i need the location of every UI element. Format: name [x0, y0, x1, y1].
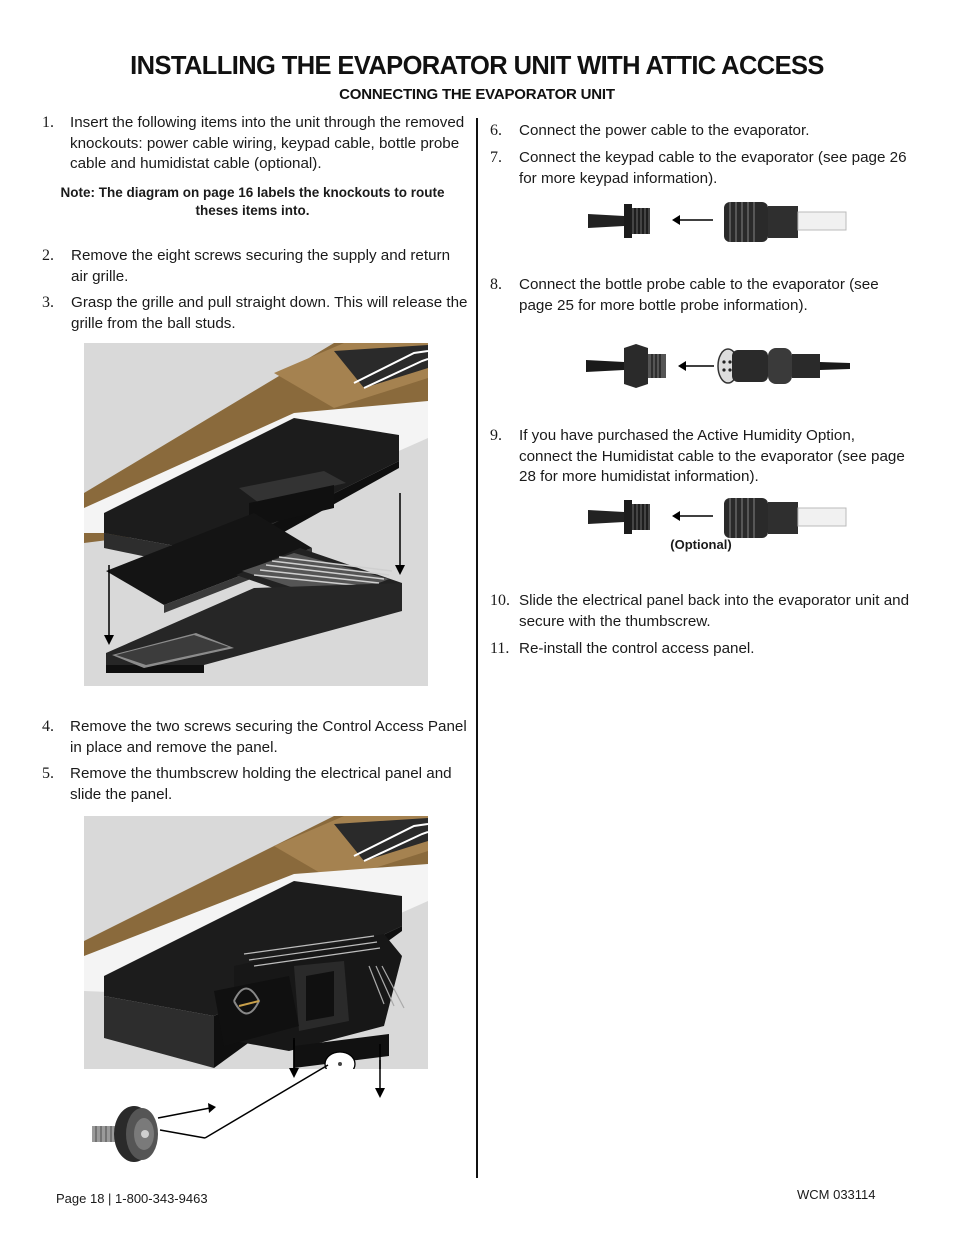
- optional-label: (Optional): [670, 537, 732, 552]
- grille-removal-illustration: [84, 343, 428, 673]
- step-number: 4.: [42, 718, 54, 735]
- step-text: Connect the keypad cable to the evaporat…: [519, 149, 907, 187]
- step-number: 10.: [490, 592, 510, 609]
- step-number: 11.: [490, 640, 510, 657]
- step-6: 6. Connect the power cable to the evapor…: [490, 121, 910, 142]
- note-text: Note: The diagram on page 16 labels the …: [60, 185, 445, 218]
- step-2: 2. Remove the eight screws securing the …: [42, 246, 467, 287]
- column-divider: [476, 118, 478, 1178]
- step-text: Re-install the control access panel.: [519, 640, 755, 657]
- step-text: Connect the power cable to the evaporato…: [519, 122, 810, 139]
- footer-doc-code: WCM 033114: [797, 1187, 876, 1202]
- humidistat-connector-illustration: [588, 498, 847, 538]
- step-11: 11. Re-install the control access panel.: [490, 639, 910, 660]
- step-number: 8.: [490, 276, 502, 293]
- grille-removal-figure: [84, 343, 428, 686]
- step-number: 6.: [490, 122, 502, 139]
- step-number: 7.: [490, 149, 502, 166]
- footer-page-info: Page 18 | 1-800-343-9463: [56, 1191, 208, 1206]
- section-subtitle: CONNECTING THE EVAPORATOR UNIT: [339, 86, 615, 103]
- step-text: Remove the two screws securing the Contr…: [70, 718, 467, 756]
- step-text: Grasp the grille and pull straight down.…: [71, 294, 468, 332]
- panel-removal-arrows: [157, 1040, 385, 1139]
- step-number: 3.: [42, 294, 54, 311]
- step-4: 4. Remove the two screws securing the Co…: [42, 717, 467, 758]
- step-8: 8. Connect the bottle probe cable to the…: [490, 275, 910, 316]
- page-title: INSTALLING THE EVAPORATOR UNIT WITH ATTI…: [130, 52, 824, 80]
- step-9: 9. If you have purchased the Active Humi…: [490, 426, 910, 488]
- step-number: 9.: [490, 427, 502, 444]
- step-7: 7. Connect the keypad cable to the evapo…: [490, 148, 910, 189]
- step-text: Insert the following items into the unit…: [70, 114, 465, 172]
- step-number: 2.: [42, 247, 54, 264]
- electrical-panel-illustration: [84, 816, 428, 1069]
- step-5: 5. Remove the thumbscrew holding the ele…: [42, 764, 467, 805]
- step-text: If you have purchased the Active Humidit…: [519, 427, 905, 485]
- keypad-connector-illustration: [588, 202, 847, 242]
- step-10: 10. Slide the electrical panel back into…: [490, 591, 915, 632]
- step-number: 1.: [42, 114, 54, 131]
- electrical-panel-figure: [84, 816, 428, 1069]
- thumbscrew-icon: [92, 1106, 158, 1162]
- step-3: 3. Grasp the grille and pull straight do…: [42, 293, 472, 334]
- step-text: Remove the thumbscrew holding the electr…: [70, 765, 452, 803]
- step-text: Connect the bottle probe cable to the ev…: [519, 276, 879, 314]
- step-number: 5.: [42, 765, 54, 782]
- step-text: Slide the electrical panel back into the…: [519, 592, 910, 630]
- step-text: Remove the eight screws securing the sup…: [71, 247, 451, 285]
- step-1: 1. Insert the following items into the u…: [42, 113, 467, 175]
- bottle-probe-connector-illustration: [586, 344, 850, 388]
